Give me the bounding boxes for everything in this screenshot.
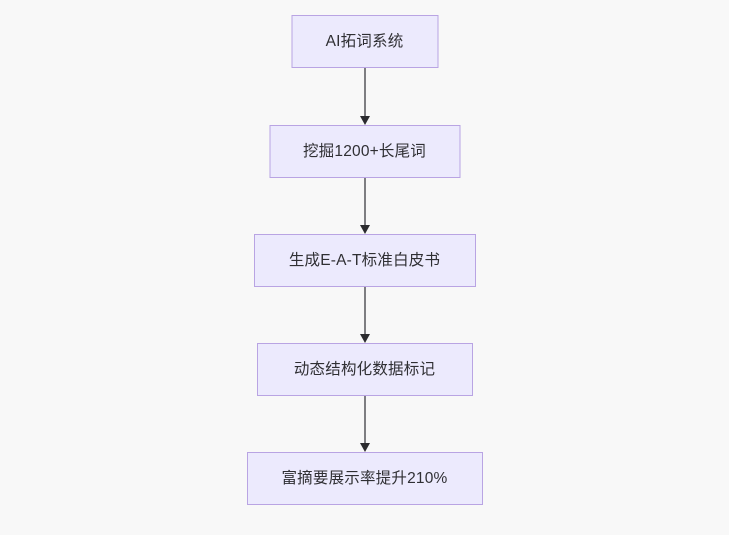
flowchart-edge-3 xyxy=(358,396,372,452)
flowchart-node-0[interactable]: AI拓词系统 xyxy=(291,15,438,68)
flowchart-node-3[interactable]: 动态结构化数据标记 xyxy=(256,343,473,396)
flowchart-edge-0 xyxy=(358,68,372,125)
flowchart-node-2[interactable]: 生成E-A-T标准白皮书 xyxy=(253,234,476,287)
flowchart-node-3-label: 动态结构化数据标记 xyxy=(293,360,436,378)
arrowhead-down-icon xyxy=(359,334,370,343)
arrowhead-down-icon xyxy=(359,225,370,234)
edge-line xyxy=(363,287,366,335)
flowchart-node-1-label: 挖掘1200+长尾词 xyxy=(302,142,427,160)
edge-line xyxy=(363,68,366,117)
arrowhead-down-icon xyxy=(359,116,370,125)
arrowhead-down-icon xyxy=(359,443,370,452)
flowchart-node-4-label: 富摘要展示率提升210% xyxy=(281,469,448,487)
flowchart-node-2-label: 生成E-A-T标准白皮书 xyxy=(288,251,441,269)
flowchart-edge-1 xyxy=(358,178,372,234)
flowchart-node-0-label: AI拓词系统 xyxy=(325,32,404,50)
flowchart-node-4[interactable]: 富摘要展示率提升210% xyxy=(246,452,483,505)
edge-line xyxy=(363,396,366,444)
edge-line xyxy=(363,178,366,226)
flowchart-edge-2 xyxy=(358,287,372,343)
flowchart-node-1[interactable]: 挖掘1200+长尾词 xyxy=(269,125,460,178)
